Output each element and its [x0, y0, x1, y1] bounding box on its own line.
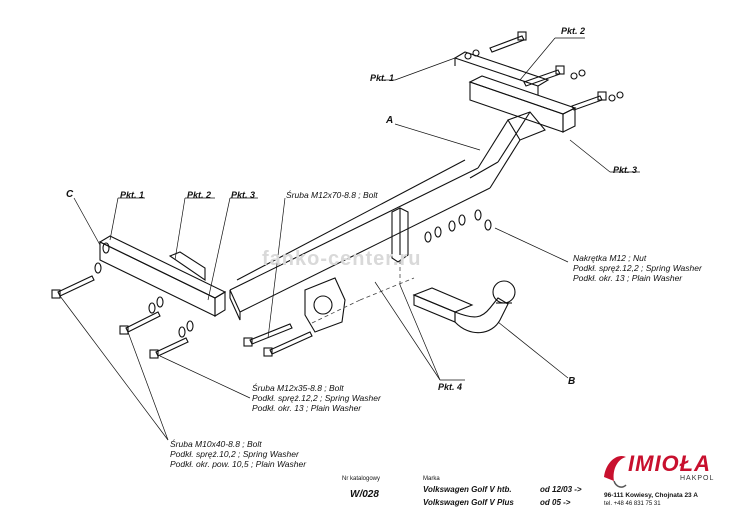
ball-mount-plate — [391, 207, 409, 263]
watermark: fanko-center.ru — [262, 248, 422, 270]
pkt4-label: Pkt. 4 — [438, 382, 463, 392]
catalog-number: W/028 — [350, 489, 379, 500]
nut-note-line: Nakrętka M12 ; Nut — [573, 253, 647, 263]
logo-brand: IMIOŁA — [628, 451, 711, 476]
leader-lines — [59, 37, 640, 441]
part-b-label: B — [568, 376, 576, 387]
nut-note-line: Podkł. okr. 13 ; Plain Washer — [573, 273, 683, 283]
logo-address: 96-111 Kowiesy, Chojnata 23 A tel. +48 4… — [604, 491, 698, 509]
imiola-logo-icon — [604, 455, 627, 488]
bolt-m12x35-line: Podkł. okr. 13 ; Plain Washer — [252, 403, 362, 413]
pkt1-top-label: Pkt. 1 — [370, 73, 395, 83]
pkt3-left-label: Pkt. 3 — [231, 190, 256, 200]
model-name: Volkswagen Golf V Plus — [423, 498, 514, 507]
bolt-m12x35-line: Śruba M12x35-8.8 ; Bolt — [252, 383, 344, 393]
assembly-lines — [311, 260, 415, 324]
nut-note: Nakrętka M12 ; Nut Podkł. spręż.12,2 ; S… — [573, 253, 702, 283]
pkt2-left-label: Pkt. 2 — [187, 190, 212, 200]
socket-plate — [304, 277, 346, 333]
right-bracket-plate — [453, 51, 577, 133]
catalog-label: Nr katalogowy — [342, 476, 381, 482]
tow-ball — [412, 280, 516, 334]
bolt-m10x40-line: Podkł. spręż.10,2 ; Spring Washer — [170, 449, 299, 459]
bolt-m12x70-note: Śruba M12x70-8.8 ; Bolt — [286, 190, 378, 200]
part-a-label: A — [386, 115, 394, 126]
model-from: od 12/03 -> — [540, 485, 582, 494]
left-bracket-plate — [98, 235, 227, 317]
crossbar — [229, 111, 546, 321]
nuts-washers — [424, 209, 492, 243]
bolt-m10x40-note: Śruba M10x40-8.8 ; Bolt Podkł. spręż.10,… — [170, 439, 306, 469]
bolt-m10x40-line: Podkł. okr. pow. 10,5 ; Plain Washer — [170, 459, 307, 469]
pkt3-right-label: Pkt. 3 — [613, 165, 638, 175]
phone-line: tel. +48 46 831 75 31 — [604, 501, 661, 507]
nut-note-line: Podkł. spręż.12,2 ; Spring Washer — [573, 263, 702, 273]
bolts-top — [464, 31, 624, 111]
pkt1-left-label: Pkt. 1 — [120, 190, 145, 200]
pkt2-top-label: Pkt. 2 — [561, 26, 586, 36]
bolt-m10x40-line: Śruba M10x40-8.8 ; Bolt — [170, 439, 262, 449]
part-c-label: C — [66, 189, 74, 200]
logo-sub: HAKPOL — [680, 475, 715, 482]
model-name: Volkswagen Golf V htb. — [423, 485, 512, 494]
bolt-m12x35-note: Śruba M12x35-8.8 ; Bolt Podkł. spręż.12,… — [252, 383, 381, 413]
make-label: Marka — [423, 476, 440, 482]
address-line: 96-111 Kowiesy, Chojnata 23 A — [604, 492, 698, 499]
model-from: od 05 -> — [540, 498, 571, 507]
bolts-lower — [51, 242, 313, 359]
bolt-m12x35-line: Podkł. spręż.12,2 ; Spring Washer — [252, 393, 381, 403]
